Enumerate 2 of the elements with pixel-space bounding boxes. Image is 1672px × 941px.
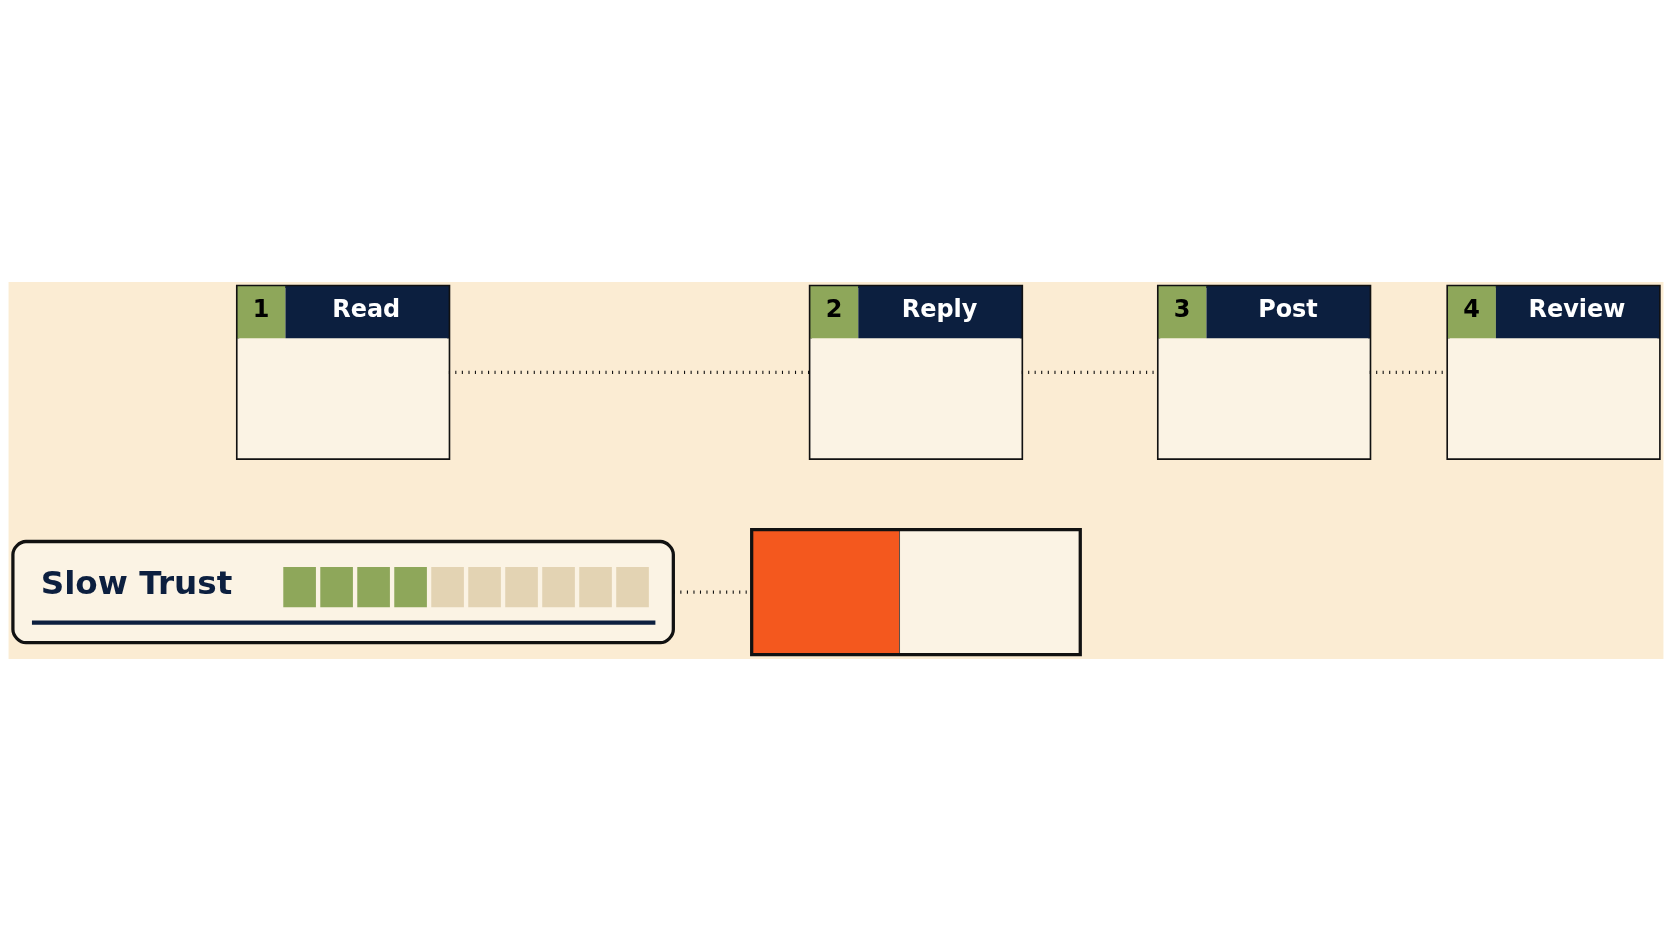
node-box: Slow Trust <box>11 539 675 645</box>
connector <box>448 370 811 374</box>
